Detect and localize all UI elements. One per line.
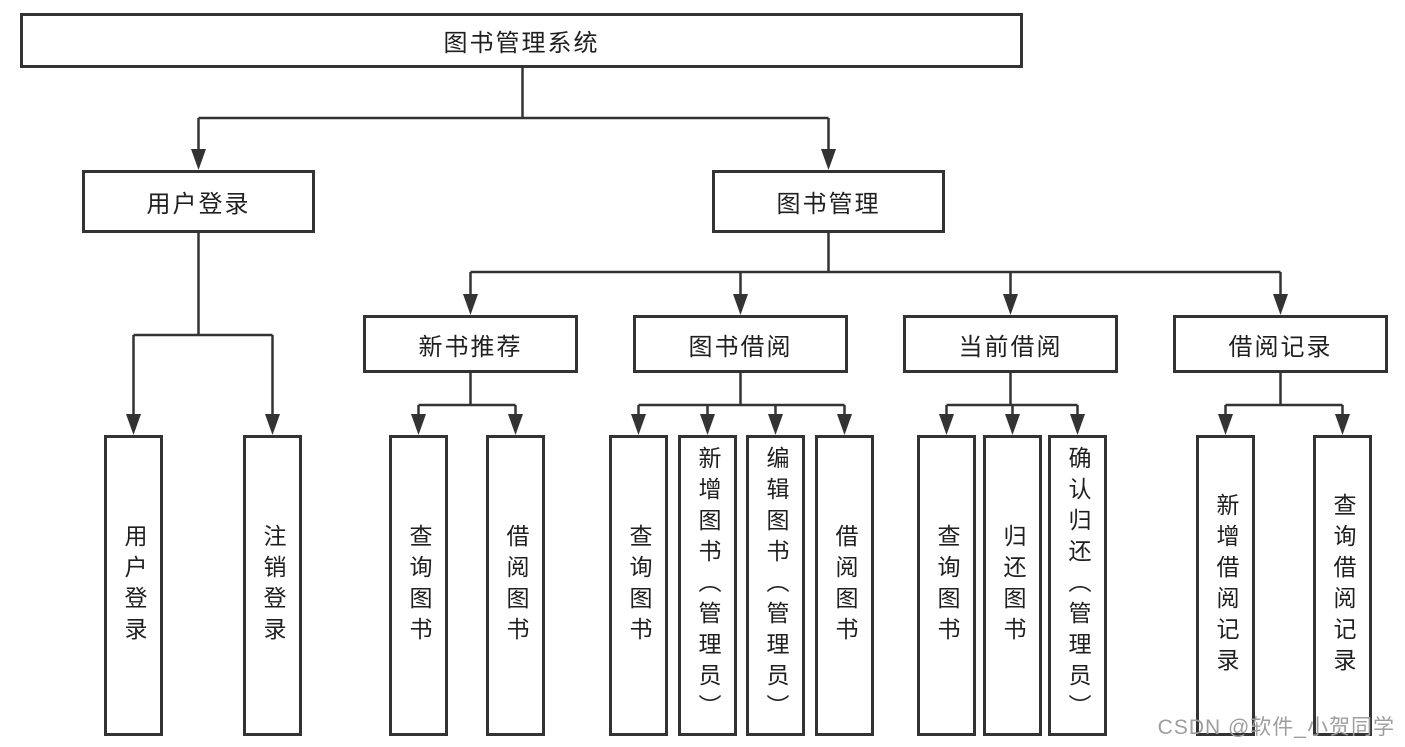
node-current-borrow: 当前借阅 bbox=[903, 315, 1118, 373]
node-label: 借阅图书 bbox=[503, 523, 529, 648]
node-label: 注销登录 bbox=[260, 523, 286, 648]
node-label: 图书管理 bbox=[776, 191, 881, 218]
leaf-user-login: 用户登录 bbox=[104, 435, 163, 736]
leaf-return-book: 归还图书 bbox=[983, 435, 1042, 736]
node-label: 确认归还（管理员） bbox=[1065, 446, 1091, 725]
node-root-system: 图书管理系统 bbox=[20, 13, 1023, 68]
node-label: 用户登录 bbox=[146, 191, 251, 218]
node-label: 查询图书 bbox=[626, 523, 652, 648]
node-book-management: 图书管理 bbox=[712, 170, 945, 233]
node-label: 新增借阅记录 bbox=[1213, 492, 1239, 679]
leaf-borrow-books: 借阅图书 bbox=[815, 435, 874, 736]
node-new-book-recommend: 新书推荐 bbox=[363, 315, 578, 373]
node-label: 借阅图书 bbox=[832, 523, 858, 648]
arrowheads bbox=[126, 149, 1350, 435]
node-label: 归还图书 bbox=[1000, 523, 1026, 648]
node-user-login: 用户登录 bbox=[82, 170, 315, 233]
leaf-query-books-recommend: 查询图书 bbox=[389, 435, 448, 736]
leaf-query-books-borrow: 查询图书 bbox=[609, 435, 668, 736]
leaf-edit-book-admin: 编辑图书（管理员） bbox=[746, 435, 805, 736]
node-label: 编辑图书（管理员） bbox=[763, 446, 789, 725]
leaf-confirm-return-admin: 确认归还（管理员） bbox=[1048, 435, 1107, 736]
csdn-watermark: CSDN @软件_小贺同学 bbox=[1157, 716, 1395, 739]
leaf-logout: 注销登录 bbox=[243, 435, 302, 736]
leaf-query-books-current: 查询图书 bbox=[917, 435, 976, 736]
leaf-add-borrow-record: 新增借阅记录 bbox=[1196, 435, 1255, 736]
node-label: 用户登录 bbox=[121, 523, 147, 648]
node-label: 图书借阅 bbox=[688, 333, 793, 361]
leaf-borrow-books-recommend: 借阅图书 bbox=[486, 435, 545, 736]
node-borrow-records: 借阅记录 bbox=[1173, 315, 1388, 373]
leaf-add-book-admin: 新增图书（管理员） bbox=[678, 435, 737, 736]
node-label: 查询图书 bbox=[406, 523, 432, 648]
node-label: 查询图书 bbox=[934, 523, 960, 648]
node-label: 新书推荐 bbox=[418, 333, 523, 361]
leaf-query-borrow-record: 查询借阅记录 bbox=[1313, 435, 1372, 736]
node-label: 当前借阅 bbox=[958, 333, 1063, 361]
node-label: 新增图书（管理员） bbox=[695, 446, 721, 725]
node-label: 借阅记录 bbox=[1228, 333, 1333, 361]
node-label: 图书管理系统 bbox=[443, 30, 600, 57]
node-label: 查询借阅记录 bbox=[1330, 492, 1356, 679]
node-book-borrow: 图书借阅 bbox=[633, 315, 848, 373]
